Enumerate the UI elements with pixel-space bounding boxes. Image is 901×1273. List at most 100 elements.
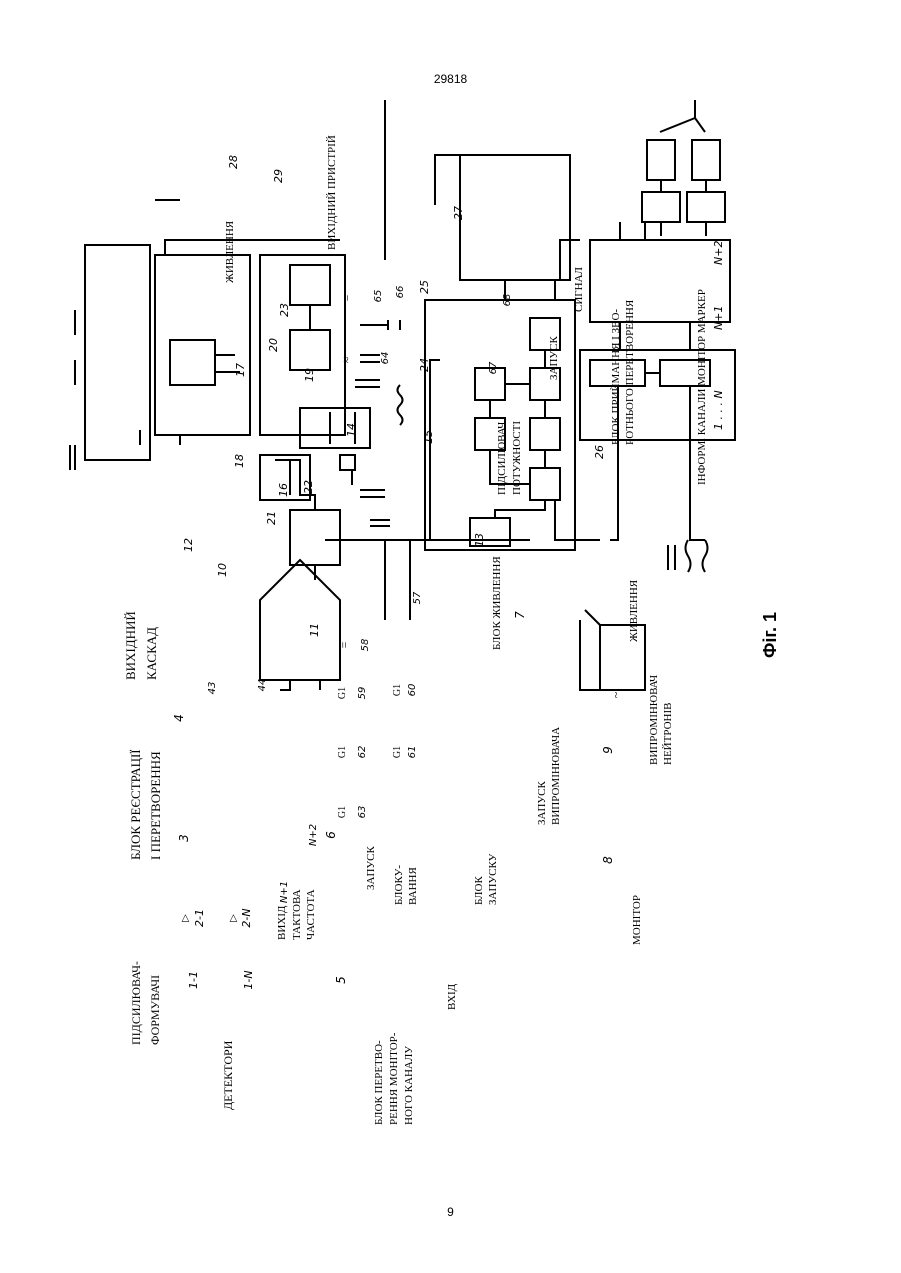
block-label-1-n: 1-N	[242, 970, 255, 989]
label-taktova-2: ЧАСТОТА	[305, 889, 317, 940]
label-blok-zapusku-1: БЛОК	[473, 876, 485, 905]
block-1-1	[692, 140, 720, 180]
ref-18: 18	[233, 454, 246, 468]
element-64	[290, 265, 330, 305]
ref-19: 19	[303, 368, 316, 382]
ref-66: 66	[395, 286, 406, 299]
element-label-65: 65	[373, 290, 384, 303]
ref-11: 11	[308, 623, 321, 637]
element-label-57: 57	[412, 591, 423, 604]
ref-n-plus-2: N+2	[308, 824, 319, 846]
channel-arrows	[70, 310, 75, 470]
block-6-output	[555, 500, 600, 540]
block-label-1-1: 1-1	[187, 971, 200, 989]
block-5-monitor-conversion	[460, 155, 570, 280]
element-label-43: 43	[207, 682, 218, 695]
symbol-eq: =	[339, 294, 353, 301]
label-pidsyliuvach-formuvach-2: ФОРМУВАЧІ	[148, 975, 162, 1045]
ref-68: 68	[502, 294, 513, 307]
label-vyprominiuvach-2: НЕЙТРОНІВ	[662, 703, 674, 765]
block-label-5: 5	[334, 976, 348, 984]
block-label-24: 24	[418, 358, 431, 372]
label-channel-n1: N+1	[712, 306, 725, 330]
label-pidsyliuvach-formuvach-1: ПІДСИЛЮВАЧ-	[129, 961, 143, 1045]
label-taktova-1: ТАКТОВА	[291, 889, 303, 940]
block-1-n	[647, 140, 675, 180]
block-7-power-supply	[290, 510, 340, 565]
ref-17: 17	[234, 363, 247, 377]
block-2-n	[642, 192, 680, 222]
block-label-2-n: 2-N	[240, 908, 253, 927]
ref-12: 12	[182, 538, 195, 552]
block-26-reception	[85, 245, 150, 460]
symbol-approx: ≈	[339, 356, 353, 363]
coupling-capacitors	[360, 490, 390, 526]
label-pidsyliuvach-1: ПІДСИЛЮВАЧ	[496, 422, 508, 495]
block-label-6: 6	[324, 831, 338, 839]
symbol-g1-63: G1	[337, 806, 348, 818]
label-zhyvlennia-right: ЖИВЛЕННЯ	[628, 579, 640, 642]
block-label-2-1: 2-1	[193, 909, 206, 927]
block-label-7: 7	[513, 611, 527, 619]
label-zapusk-vyprom-1: ЗАПУСК	[536, 780, 548, 825]
label-blok-pryimannia-1: БЛОК ПРИЙМАННЯ І ЗВО-	[610, 309, 622, 445]
label-blokuvannia-2: ВАННЯ	[407, 867, 419, 905]
symbol-tri-2-n: ▷	[228, 914, 239, 922]
label-zhyvlennia-top: ЖИВЛЕННЯ	[224, 220, 236, 283]
label-vkhid: ВХІД	[446, 983, 458, 1010]
figure-caption: Фіг. 1	[760, 612, 780, 658]
transformer-14	[300, 408, 370, 448]
label-vyprominiuvach-1: ВИПРОМІНЮВАЧ	[648, 675, 660, 765]
element-label-64: 64	[380, 352, 391, 365]
vkhid-line	[435, 155, 460, 205]
label-zapusk-vyprom-2: ВИПРОМІНЮВАЧА	[550, 727, 562, 825]
symbol-g1-62: G1	[337, 746, 348, 758]
element-label-58: 58	[360, 639, 371, 652]
label-i-peretvorennia: І ПЕРЕТВОРЕННЯ	[148, 751, 163, 860]
symbol-g1-60: G1	[392, 684, 403, 696]
capacitor-23	[360, 320, 400, 330]
label-zapusk-line: ЗАПУСК	[365, 845, 377, 890]
block-label-8: 8	[601, 856, 615, 864]
ref-20: 20	[267, 338, 280, 352]
ref-27: 27	[452, 206, 465, 220]
ref-22: 22	[302, 480, 315, 494]
label-blok-zapusku-2: ЗАПУСКУ	[487, 853, 499, 905]
ref-13: 13	[473, 533, 486, 547]
block-2-1	[687, 192, 725, 222]
element-59	[530, 418, 560, 450]
symbol-tilde: ~	[609, 691, 623, 698]
element-label-44: 44	[257, 679, 268, 692]
label-pidsyliuvach-2: ПОТУЖНОСТІ	[511, 421, 523, 495]
output-transformer-12	[668, 540, 708, 572]
label-zapusk-right: ЗАПУСК	[548, 335, 560, 380]
element-65	[290, 330, 330, 370]
inductor-17	[398, 385, 403, 425]
label-blok-reiestratsii: БЛОК РЕЄСТРАЦІЇ	[128, 749, 143, 860]
element-label-59: 59	[357, 687, 368, 700]
symbol-eq-58: =	[337, 641, 351, 648]
page-footer-number: 9	[0, 1205, 901, 1219]
label-blok-peretv-3: НОГО КАНАЛУ	[403, 1046, 415, 1125]
element-label-62: 62	[357, 746, 368, 759]
label-blokuvannia-1: БЛОКУ-	[393, 865, 405, 905]
element-label-67: 67	[488, 361, 499, 374]
label-blok-peretv-1: БЛОК ПЕРЕТВО-	[373, 1040, 385, 1125]
element-label-60: 60	[407, 684, 418, 697]
label-detektory: ДЕТЕКТОРИ	[221, 1040, 235, 1110]
label-blok-zhyvlennia: БЛОК ЖИВЛЕННЯ	[491, 556, 503, 650]
cable-18	[340, 455, 355, 485]
label-syhnal: СИГНАЛ	[573, 266, 585, 312]
ref-15: 15	[422, 430, 435, 444]
label-blok-peretv-2: РЕННЯ МОНІТОР-	[388, 1032, 400, 1125]
n-plus-1-lines	[620, 222, 645, 240]
element-label-63: 63	[357, 806, 368, 819]
main-bus	[385, 360, 440, 620]
block-label-3: 3	[177, 834, 191, 842]
ref-28: 28	[227, 155, 240, 169]
capacitors-19-20	[355, 355, 380, 387]
block-label-25: 25	[418, 280, 431, 294]
element-label-61: 61	[407, 746, 418, 759]
label-channel-n2: N+2	[712, 241, 725, 265]
